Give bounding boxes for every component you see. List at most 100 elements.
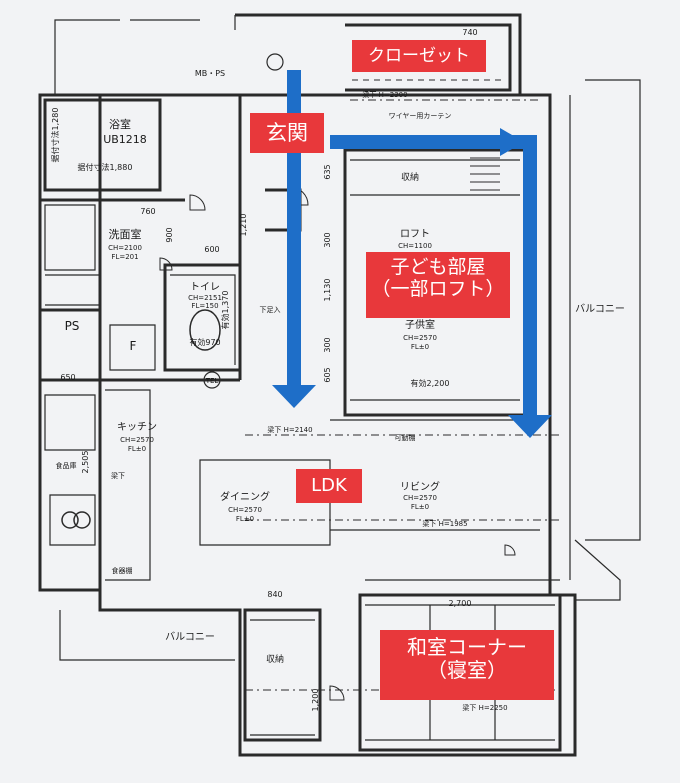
beam-1985: 梁下 H=1985: [422, 519, 467, 528]
curtain-label: ワイヤー用カーテン: [389, 112, 452, 120]
line-19: [44, 204, 96, 271]
mb-ps-label: MB・PS: [195, 69, 225, 78]
fridge-label: 食器棚: [112, 566, 133, 575]
dim-900: 900: [165, 227, 174, 242]
label-kids-room-line1: 子ども部屋: [390, 256, 486, 278]
kitchen-ch: CH=2570: [120, 436, 154, 444]
balcony-east-label: バルコニー: [575, 303, 625, 315]
kadoudana-label: 可動棚: [395, 433, 416, 442]
kids-ch: CH=2570: [403, 334, 437, 342]
dim-2505: 2,505: [81, 451, 90, 474]
arrow-main-head: [272, 385, 316, 408]
arrow-side-head-1: [500, 128, 524, 156]
line-0: [585, 79, 641, 541]
beam-2300: 梁下 H=2300: [362, 90, 407, 99]
dim-1210: 1,210: [239, 214, 248, 237]
dim-840: 840: [267, 590, 282, 599]
line-15: [199, 459, 331, 546]
toilet-ch: CH=2151: [188, 294, 222, 302]
door-swing-1: [189, 194, 206, 211]
label-ldk-text: LDK: [311, 475, 347, 496]
dim-2200: 有効2,200: [411, 378, 450, 388]
dim-300a: 300: [323, 232, 332, 247]
toilet-fl: FL=150: [191, 302, 218, 310]
dim-1200: 1,200: [311, 689, 320, 712]
line-22: [170, 274, 236, 365]
dining-ch: CH=2570: [228, 506, 262, 514]
stove-burner-2: [73, 511, 91, 529]
wall-0: [38, 93, 577, 757]
yuko970-label: 有効970: [189, 337, 220, 347]
wall-10: [345, 23, 512, 92]
storage-label-top: 収納: [401, 171, 419, 183]
washroom-ch: CH=2100: [108, 244, 142, 252]
label-closet: クローゼット: [352, 40, 486, 72]
door-swing-3: [329, 685, 345, 701]
dining-fl: FL±0: [236, 515, 254, 523]
dim-600: 600: [204, 245, 219, 254]
dim-605: 605: [323, 367, 332, 382]
door-swing-2: [159, 257, 173, 271]
dim-760: 760: [140, 207, 155, 216]
wall-1: [235, 13, 522, 95]
line-16: [105, 389, 151, 581]
kids-room-label: 子供室: [405, 318, 435, 331]
loft-ch: CH=1100: [398, 242, 432, 250]
arrow-side-head-2: [508, 415, 552, 438]
beam-2140: 梁下 H=2140: [267, 425, 312, 434]
dim-650: 650: [60, 373, 75, 382]
line-21: [109, 324, 156, 371]
wall-11: [243, 608, 322, 742]
dim-300b: 300: [323, 337, 332, 352]
living-label: リビング: [400, 480, 440, 493]
bath-model-label: UB1218: [103, 133, 147, 146]
label-washitsu-line1: 和室コーナー: [407, 635, 527, 659]
stove-burner-1: [61, 511, 79, 529]
kitchen-fl: FL±0: [128, 445, 146, 453]
label-ldk: LDK: [296, 469, 362, 503]
kids-fl: FL±0: [411, 343, 429, 351]
pantry-label: 食品庫: [56, 461, 77, 470]
balcony-south-label: バルコニー: [165, 631, 215, 643]
plan-annotations: 浴室 UB1218 据付寸法1,280 据付寸法1,880 洗面室 CH=2100FL=2…: [50, 28, 625, 712]
beam-1825: 梁下: [111, 471, 125, 480]
line-20: [45, 274, 101, 306]
washroom-fl: FL=201: [111, 253, 138, 261]
living-ch: CH=2570: [403, 494, 437, 502]
dim-2700: 2,700: [449, 599, 472, 608]
dining-label: ダイニング: [220, 490, 270, 503]
line-6: [54, 19, 120, 95]
toilet-bowl: [189, 309, 221, 351]
label-entrance: 玄関: [250, 113, 324, 153]
label-kids-room-line2: （一部ロフト）: [371, 277, 505, 300]
shoes-label: 下足入: [260, 306, 281, 314]
dim-1130: 1,130: [323, 279, 332, 302]
label-entrance-text: 玄関: [266, 121, 308, 145]
bath-dim-b: 据付寸法1,880: [78, 162, 133, 172]
toilet-label: トイレ: [190, 282, 220, 293]
f-label: F: [130, 339, 137, 353]
washroom-label: 洗面室: [109, 227, 142, 241]
bath-dim-a: 据付寸法1,280: [50, 108, 60, 163]
dim-740: 740: [462, 28, 477, 37]
bath-label: 浴室: [109, 117, 131, 131]
arrow-side-shaft: [330, 135, 537, 418]
tel-outlet: [203, 371, 221, 389]
label-washitsu: 和室コーナー （寝室）: [380, 630, 554, 700]
yuko1370-label: 有効1,370: [220, 291, 230, 330]
wall-12: [358, 593, 562, 752]
line-17: [44, 394, 96, 451]
dim-635: 635: [323, 164, 332, 179]
label-closet-text: クローゼット: [368, 46, 470, 66]
storage-label-bottom: 収納: [266, 653, 284, 665]
door-swing-4: [504, 544, 516, 556]
outlet-symbol: [266, 53, 284, 71]
label-washitsu-line2: （寝室）: [427, 658, 507, 682]
plan-linework: [38, 13, 641, 757]
tel-label: TEL: [205, 377, 219, 385]
wall-7: [43, 98, 162, 192]
ps-label: PS: [65, 319, 80, 333]
line-2: [574, 539, 621, 601]
loft-label: ロフト: [400, 229, 430, 240]
